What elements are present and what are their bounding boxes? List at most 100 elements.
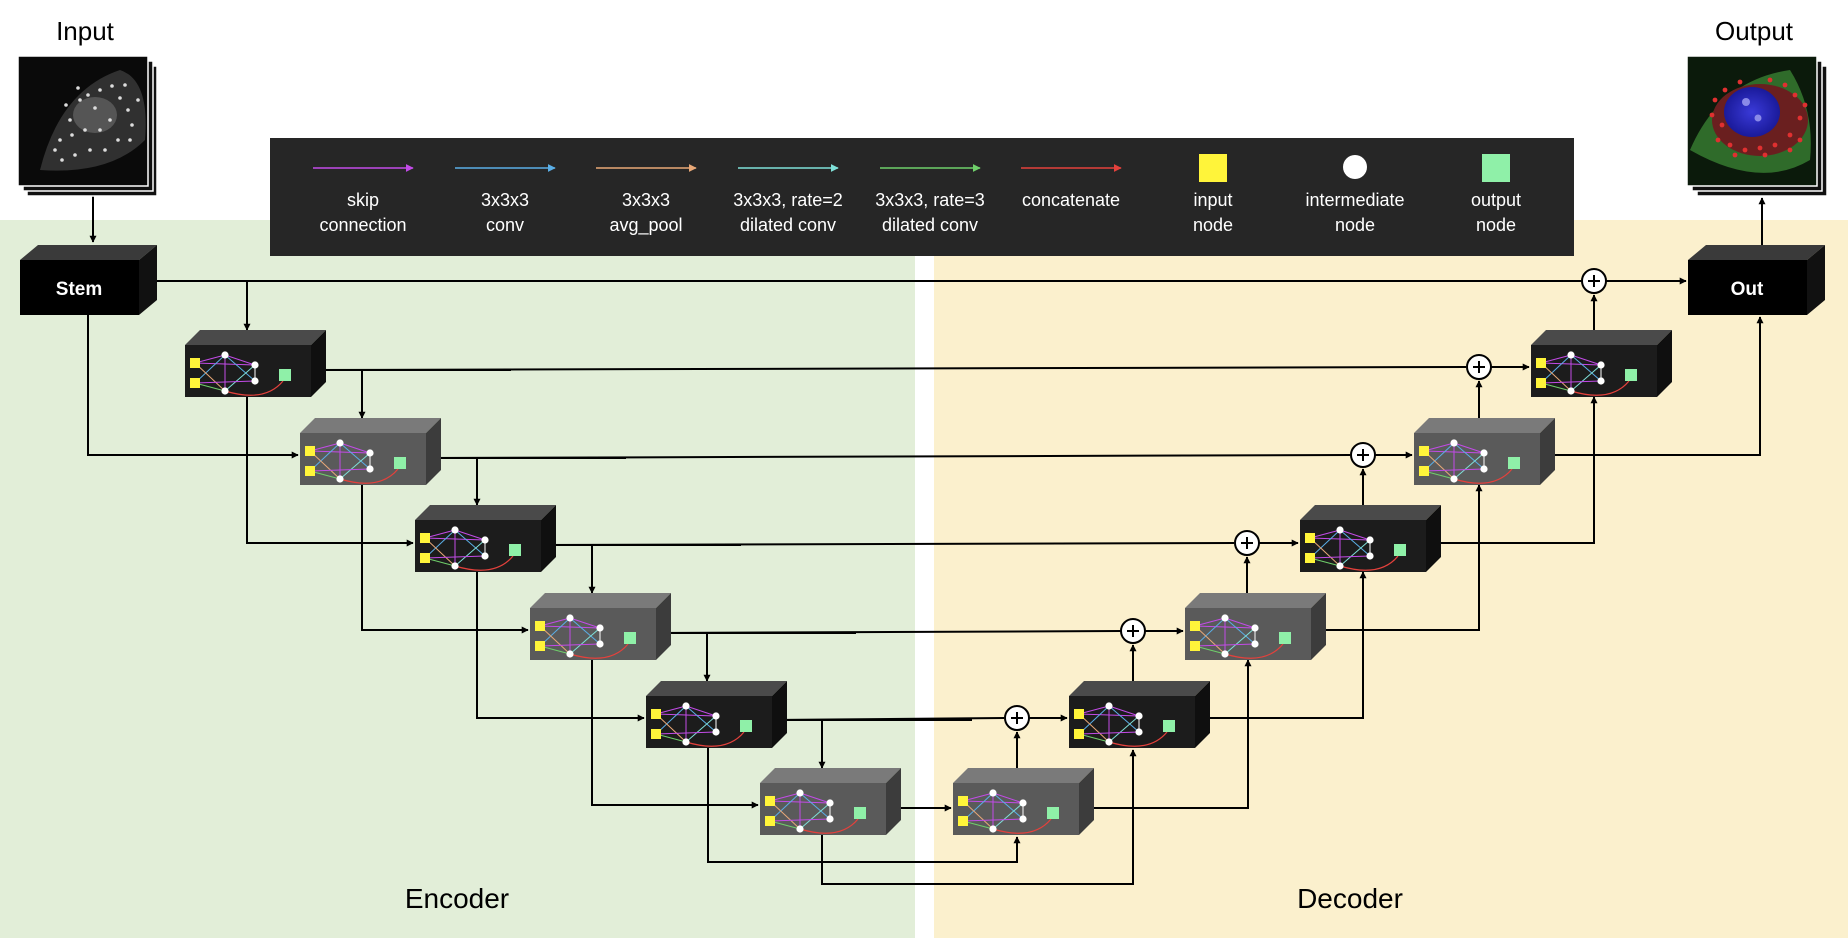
legend-label: concatenate bbox=[1022, 190, 1120, 210]
intermediate-node-icon bbox=[1221, 614, 1229, 622]
input-title: Input bbox=[56, 16, 115, 46]
decoder-cell-2 bbox=[1069, 681, 1210, 748]
output-node-icon bbox=[740, 720, 752, 732]
intermediate-node-icon bbox=[1567, 387, 1575, 395]
output-node-icon bbox=[1394, 544, 1406, 556]
intermediate-node-icon bbox=[1221, 650, 1229, 658]
stem-block: Stem bbox=[20, 245, 157, 315]
output-image bbox=[1686, 55, 1828, 197]
output-node-icon bbox=[1508, 457, 1520, 469]
add-icon bbox=[1234, 530, 1260, 556]
input-node-icon bbox=[420, 533, 430, 543]
intermediate-node-icon bbox=[1480, 465, 1488, 473]
input-node-icon bbox=[651, 729, 661, 739]
encoder-label: Encoder bbox=[405, 883, 509, 914]
input-node-icon bbox=[190, 378, 200, 388]
encoder-cell-4 bbox=[530, 593, 671, 660]
intermediate-node-icon bbox=[566, 650, 574, 658]
intermediate-node-icon bbox=[251, 377, 259, 385]
intermediate-node-icon bbox=[1450, 475, 1458, 483]
intermediate-node-icon bbox=[796, 789, 804, 797]
intermediate-node-icon bbox=[566, 614, 574, 622]
input-node-icon bbox=[1190, 621, 1200, 631]
intermediate-node-icon bbox=[336, 439, 344, 447]
intermediate-node-icon bbox=[481, 536, 489, 544]
intermediate-node-icon bbox=[989, 825, 997, 833]
intermediate-node-icon bbox=[596, 640, 604, 648]
legend-label: node bbox=[1335, 215, 1375, 235]
output-node-icon bbox=[279, 369, 291, 381]
intermediate-node-icon bbox=[989, 789, 997, 797]
input-node-icon bbox=[1199, 154, 1227, 182]
decoder-cell-4 bbox=[1300, 505, 1441, 572]
add-icon bbox=[1004, 705, 1030, 731]
input-node-icon bbox=[958, 816, 968, 826]
intermediate-node-icon bbox=[1135, 728, 1143, 736]
intermediate-node-icon bbox=[712, 728, 720, 736]
intermediate-node-icon bbox=[1105, 702, 1113, 710]
encoder-cell-2 bbox=[300, 418, 441, 485]
legend-label: input bbox=[1193, 190, 1232, 210]
output-node-icon bbox=[1482, 154, 1510, 182]
add-icon bbox=[1350, 442, 1376, 468]
legend-label: skip bbox=[347, 190, 379, 210]
input-node-icon bbox=[1536, 358, 1546, 368]
intermediate-node-icon bbox=[1366, 552, 1374, 560]
intermediate-node-icon bbox=[1135, 712, 1143, 720]
legend-item-6: concatenate bbox=[1021, 164, 1122, 210]
input-node-icon bbox=[1419, 446, 1429, 456]
intermediate-node-icon bbox=[481, 552, 489, 560]
input-node-icon bbox=[305, 466, 315, 476]
input-node-icon bbox=[1305, 533, 1315, 543]
legend: skipconnection3x3x3conv3x3x3avg_pool3x3x… bbox=[313, 154, 1521, 236]
stem-label: Stem bbox=[56, 279, 102, 300]
input-node-icon bbox=[190, 358, 200, 368]
out-label: Out bbox=[1731, 279, 1764, 300]
legend-item-8: intermediate node bbox=[1305, 155, 1405, 235]
decoder-cell-1 bbox=[953, 768, 1094, 835]
intermediate-node-icon bbox=[1251, 640, 1259, 648]
output-node-icon bbox=[624, 632, 636, 644]
intermediate-node-icon bbox=[1343, 155, 1367, 179]
add-icon bbox=[1581, 268, 1607, 294]
encoder-cell-1 bbox=[185, 330, 326, 397]
output-node-icon bbox=[1163, 720, 1175, 732]
intermediate-node-icon bbox=[826, 799, 834, 807]
output-node-icon bbox=[1047, 807, 1059, 819]
input-node-icon bbox=[535, 641, 545, 651]
legend-label: node bbox=[1476, 215, 1516, 235]
input-node-icon bbox=[765, 816, 775, 826]
intermediate-node-icon bbox=[451, 562, 459, 570]
input-node-icon bbox=[1074, 709, 1084, 719]
intermediate-node-icon bbox=[1019, 799, 1027, 807]
output-node-icon bbox=[1625, 369, 1637, 381]
intermediate-node-icon bbox=[221, 387, 229, 395]
intermediate-node-icon bbox=[1567, 351, 1575, 359]
out-block: Out bbox=[1688, 245, 1825, 315]
legend-label: dilated conv bbox=[740, 215, 836, 235]
encoder-cell-5 bbox=[646, 681, 787, 748]
intermediate-node-icon bbox=[826, 815, 834, 823]
intermediate-node-icon bbox=[1450, 439, 1458, 447]
input-node-icon bbox=[1190, 641, 1200, 651]
legend-label: 3x3x3, rate=3 bbox=[875, 190, 985, 210]
intermediate-node-icon bbox=[251, 361, 259, 369]
add-icon bbox=[1120, 618, 1146, 644]
input-node-icon bbox=[1305, 553, 1315, 563]
output-node-icon bbox=[1279, 632, 1291, 644]
intermediate-node-icon bbox=[451, 526, 459, 534]
legend-item-9: output node bbox=[1471, 154, 1521, 235]
intermediate-node-icon bbox=[712, 712, 720, 720]
intermediate-node-icon bbox=[221, 351, 229, 359]
decoder-cell-5 bbox=[1414, 418, 1555, 485]
legend-label: intermediate bbox=[1305, 190, 1404, 210]
legend-label: dilated conv bbox=[882, 215, 978, 235]
intermediate-node-icon bbox=[682, 702, 690, 710]
intermediate-node-icon bbox=[1366, 536, 1374, 544]
intermediate-node-icon bbox=[682, 738, 690, 746]
legend-item-5: 3x3x3, rate=3 dilated conv bbox=[875, 164, 985, 235]
legend-label: avg_pool bbox=[609, 215, 682, 236]
legend-label: output bbox=[1471, 190, 1521, 210]
